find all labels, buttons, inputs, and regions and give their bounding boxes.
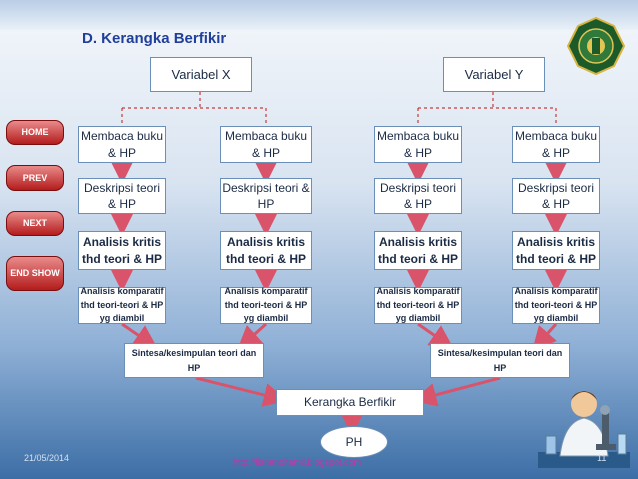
arrow	[195, 376, 288, 407]
description-box: Deskripsi teori & HP	[374, 178, 462, 214]
footer-url[interactable]: http://lisnanoltamil.blogspot.com	[233, 457, 362, 467]
arrow	[412, 376, 501, 407]
critical-analysis-box: Analisis kritis thd teori & HP	[512, 231, 600, 270]
synthesis-right-box: Sintesa/kesimpulan teori dan HP	[430, 343, 570, 378]
prev-button[interactable]: PREV	[6, 165, 64, 191]
critical-analysis-box: Analisis kritis thd teori & HP	[78, 231, 166, 270]
ph-ellipse: PH	[320, 426, 388, 458]
emblem-logo-icon	[566, 16, 626, 76]
end-show-button[interactable]: END SHOW	[6, 256, 64, 291]
page-number: 11	[597, 453, 607, 463]
framework-box: Kerangka Berfikir	[276, 389, 424, 416]
read-box: Membaca buku & HP	[512, 126, 600, 163]
comparative-analysis-box: Analisis komparatif thd teori-teori & HP…	[374, 286, 462, 324]
slide-title: D. Kerangka Berfikir	[82, 30, 227, 47]
arrow	[237, 322, 268, 351]
comparative-analysis-box: Analisis komparatif thd teori-teori & HP…	[220, 286, 312, 324]
arrow	[417, 322, 454, 349]
arrow	[121, 322, 158, 349]
critical-analysis-box: Analisis kritis thd teori & HP	[220, 231, 312, 270]
description-box: Deskripsi teori & HP	[512, 178, 600, 214]
read-box: Membaca buku & HP	[78, 126, 166, 163]
comparative-analysis-box: Analisis komparatif thd teori-teori & HP…	[512, 286, 600, 324]
critical-analysis-box: Analisis kritis thd teori & HP	[374, 231, 462, 270]
variable-y-box: Variabel Y	[443, 57, 545, 92]
comparative-analysis-box: Analisis komparatif thd teori-teori & HP…	[78, 286, 166, 324]
description-box: Deskripsi teori & HP	[220, 178, 312, 214]
arrow	[532, 323, 558, 351]
variable-x-box: Variabel X	[150, 57, 252, 92]
read-box: Membaca buku & HP	[374, 126, 462, 163]
header-band	[0, 0, 638, 30]
scientist-illustration-icon	[538, 391, 630, 468]
description-box: Deskripsi teori & HP	[78, 178, 166, 214]
footer-date: 21/05/2014	[24, 453, 70, 463]
home-button[interactable]: HOME	[6, 120, 64, 145]
synthesis-left-box: Sintesa/kesimpulan teori dan HP	[124, 343, 264, 378]
read-box: Membaca buku & HP	[220, 126, 312, 163]
next-button[interactable]: NEXT	[6, 211, 64, 236]
